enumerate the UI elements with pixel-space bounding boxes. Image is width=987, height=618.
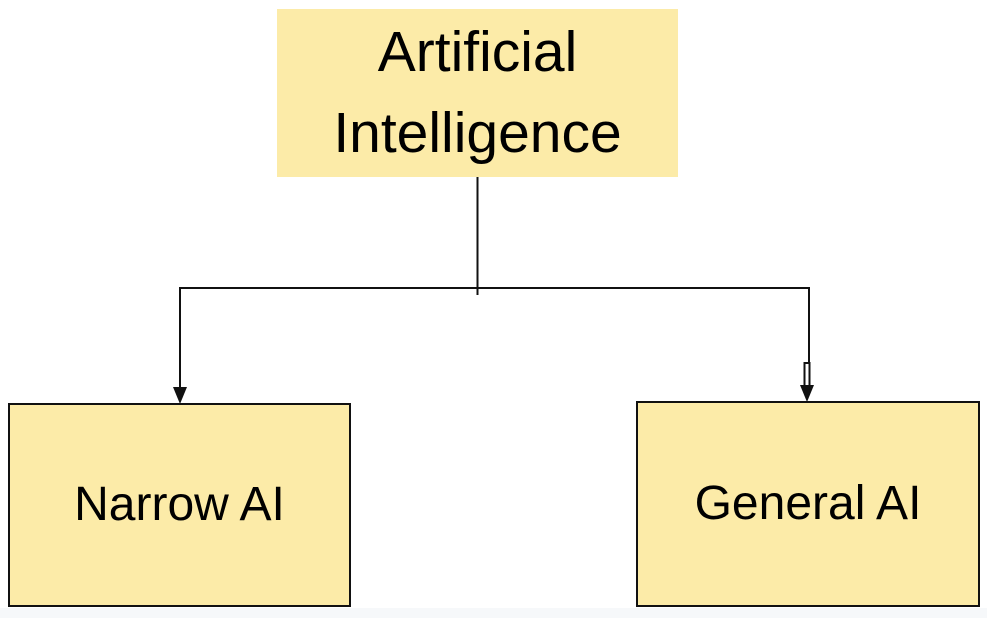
bottom-strip: [0, 608, 987, 618]
node-general-ai: General AI: [636, 401, 980, 607]
connector-artifact-general-ai: [803, 362, 811, 387]
node-narrow-ai: Narrow AI: [8, 403, 351, 607]
arrowhead-narrow-ai: [173, 387, 187, 404]
node-general-ai-label: General AI: [694, 477, 922, 531]
arrowhead-general-ai: [800, 385, 814, 402]
node-narrow-ai-label: Narrow AI: [74, 478, 285, 532]
node-artificial-intelligence-label: Artificial Intelligence: [333, 20, 622, 165]
node-artificial-intelligence: Artificial Intelligence: [277, 9, 678, 177]
